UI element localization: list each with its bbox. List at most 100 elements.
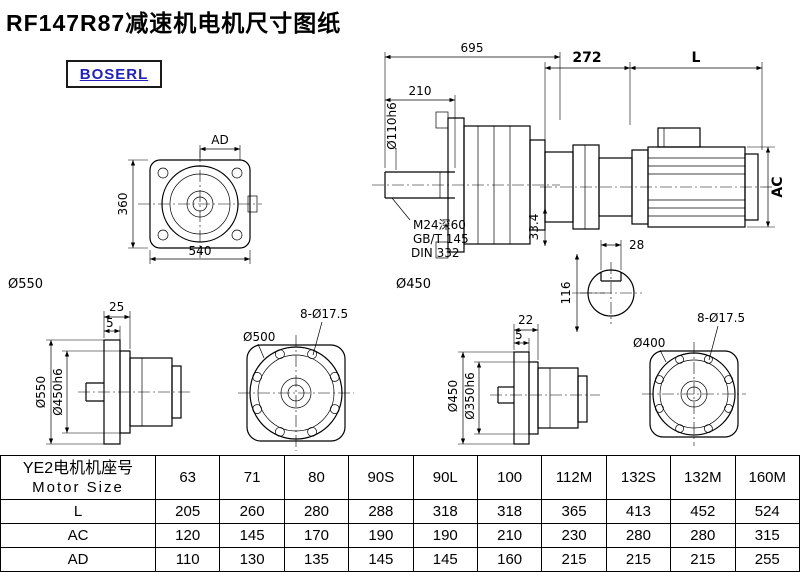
table-cell: 135 [283,547,350,572]
dim-5b-label: 5 [515,328,523,342]
dim-L: L [630,50,763,150]
dim-360: 360 [116,159,148,249]
row-label-AD: AD [0,547,156,572]
table-cell: 318 [476,499,543,524]
view-side-flange-2 [490,351,600,445]
dim-28-label: 28 [629,238,644,252]
brand-logo-text: BOSERL [79,65,149,83]
label-400-text: Ø400 [633,336,665,350]
table-cell: 110 [154,547,221,572]
dim-210: 210 [385,84,456,168]
dim-22-label: 22 [518,313,533,327]
table-cell: 230 [541,523,607,548]
table-cell: 215 [670,547,736,572]
table-cell: 205 [154,499,221,524]
motor-size-header: YE2电机机座号 Motor Size [0,455,156,500]
table-cell: 280 [670,523,736,548]
table-cell: 260 [219,499,285,524]
tap-spec-label: M24深60 [413,218,466,232]
table-cell: 145 [219,523,285,548]
label-holes-2-text: 8-Ø17.5 [697,311,745,325]
view-front-flange-2 [642,342,746,446]
motor-size-header-cn: YE2电机机座号 [22,459,134,477]
table-cell: 255 [734,547,800,572]
dim-110h6-label: Ø110h6 [385,102,399,150]
dim-input-shaft-dia: Ø110h6 [385,102,399,170]
dim-450-v2-label: Ø450 [446,380,460,412]
dim-272-label: 272 [572,50,601,66]
col-header-71: 71 [219,455,285,500]
col-header-132S: 132S [605,455,672,500]
dim-AC: AC [747,146,786,228]
dim-ad-label: AD [211,133,228,147]
row-label-L: L [0,499,156,524]
dim-116-label: 116 [559,282,573,305]
table-row-AC: AC 120 145 170 190 190 210 230 280 280 3… [0,523,800,548]
table-cell: 315 [734,523,800,548]
table-cell: 280 [605,523,672,548]
col-header-90S: 90S [348,455,414,500]
table-cell: 145 [348,547,414,572]
label-flange-od-450: Ø450 [396,277,431,292]
thread-spec: M24深60 GB/T 145 DIN 332 [391,197,469,260]
dim-25: 25 [103,300,131,349]
brand-logo: BOSERL [66,60,162,88]
dim-550-v1-label: Ø550 [34,376,48,408]
row-label-AC: AC [0,523,156,548]
label-500-text: Ø500 [243,330,275,344]
dim-450h6-v1: Ø450h6 [51,350,120,434]
label-holes-1-text: 8-Ø17.5 [300,307,348,321]
table-cell: 170 [283,523,350,548]
table-cell: 160 [476,547,543,572]
dim-AC-label: AC [770,176,786,197]
dim-5b: 5 [514,328,530,360]
col-header-132M: 132M [670,455,736,500]
view-reducer-side [372,111,560,259]
dim-695: 695 [384,41,561,168]
label-500: Ø500 [243,330,275,359]
table-cell: 120 [154,523,221,548]
table-header-row: YE2电机机座号 Motor Size 63 71 80 90S 90L 100… [0,455,800,500]
dim-33-4: 33.4 [527,208,548,246]
table-cell: 215 [605,547,672,572]
dim-540: 540 [149,244,251,264]
table-cell: 190 [412,523,478,548]
table-cell: 215 [541,547,607,572]
label-holes-2: 8-Ø17.5 [697,311,745,361]
dim-450-v2: Ø450 [446,351,514,445]
dim-210-label: 210 [409,84,432,98]
dim-272: 272 [544,50,631,148]
dim-28: 28 [600,238,644,270]
table-cell: 145 [412,547,478,572]
dim-350h6-v2: Ø350h6 [463,361,529,435]
page-title: RF147R87减速机电机尺寸图纸 [6,10,342,36]
dim-AD: AD [199,133,241,160]
dim-33-4-label: 33.4 [527,214,541,241]
dim-116: 116 [559,254,605,332]
view-motor-side [540,127,772,230]
dim-5a: 5 [104,316,121,349]
table-cell: 452 [670,499,736,524]
label-400: Ø400 [633,336,667,363]
table-cell: 524 [734,499,800,524]
col-header-100: 100 [476,455,543,500]
col-header-112M: 112M [541,455,607,500]
table-cell: 280 [283,499,350,524]
view-front-flange-top [138,150,262,258]
label-flange-od-550: Ø550 [8,277,43,292]
table-cell: 288 [348,499,414,524]
label-holes-1: 8-Ø17.5 [300,307,348,356]
dim-360-label: 360 [116,193,130,216]
table-cell: 190 [348,523,414,548]
dim-450h6-v1-label: Ø450h6 [51,368,65,416]
col-header-80: 80 [283,455,350,500]
dim-25-label: 25 [109,300,124,314]
table-row-L: L 205 260 280 288 318 318 365 413 452 52… [0,499,800,524]
dim-695-label: 695 [461,41,484,55]
dim-350h6-v2-label: Ø350h6 [463,372,477,420]
view-front-flange-1 [238,335,354,451]
motor-size-table: YE2电机机座号 Motor Size 63 71 80 90S 90L 100… [0,455,800,572]
motor-size-header-en: Motor Size [32,478,124,496]
dim-L-label: L [692,50,701,66]
table-row-AD: AD 110 130 135 145 145 160 215 215 215 2… [0,547,800,572]
